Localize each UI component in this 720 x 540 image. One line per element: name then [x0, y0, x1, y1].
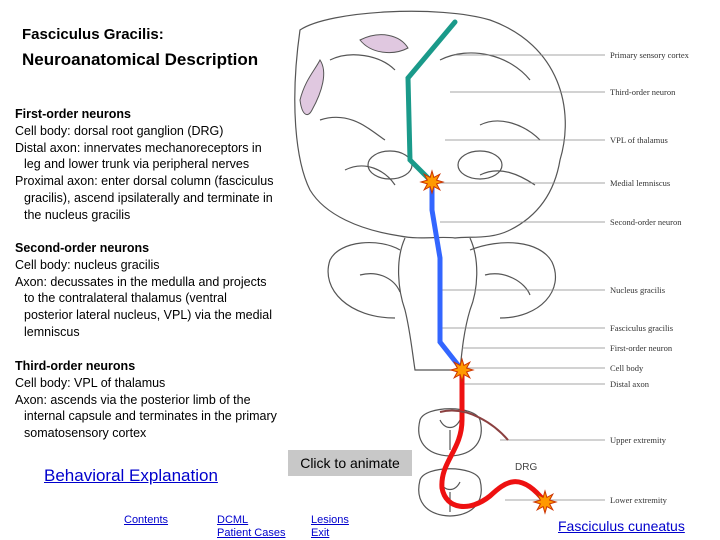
second-order-block: Second-order neurons Cell body: nucleus …	[15, 240, 320, 341]
first-order-line: leg and lower trunk via peripheral nerve…	[24, 157, 250, 172]
upper-spinal-segment	[418, 408, 482, 457]
first-order-line: Proximal axon: enter dorsal column (fasc…	[15, 174, 274, 189]
third-order-axon	[405, 19, 458, 185]
lesions-exit-link[interactable]: Lesions Exit	[311, 514, 349, 540]
patient-cases-label: Patient Cases	[217, 527, 286, 539]
second-order-line: lemniscus	[24, 324, 80, 339]
cerebellum-outline	[327, 241, 557, 319]
label-vpl: VPL of thalamus	[610, 135, 668, 145]
third-order-block: Third-order neurons Cell body: VPL of th…	[15, 358, 320, 442]
label-cell-body: Cell body	[610, 363, 644, 373]
first-order-line: Cell body: dorsal root ganglion (DRG)	[15, 123, 224, 138]
cortex-sketch	[299, 59, 325, 116]
fasciculus-cuneatus-link[interactable]: Fasciculus cuneatus	[558, 518, 685, 534]
third-order-heading: Third-order neurons	[15, 359, 136, 373]
brain-outline	[294, 10, 566, 239]
second-order-line: Axon: decussates in the medulla and proj…	[15, 274, 267, 289]
second-order-axon	[429, 179, 465, 373]
label-nucleus-gracilis: Nucleus gracilis	[610, 285, 665, 295]
label-cortex: Primary sensory cortex	[610, 50, 689, 60]
second-order-line: to the contralateral thalamus (ventral	[24, 291, 227, 306]
label-second-neuron: Second-order neuron	[610, 217, 682, 227]
second-order-heading: Second-order neurons	[15, 241, 150, 255]
first-order-line: gracilis), ascend ipsilaterally and term…	[24, 190, 273, 205]
dcml-patient-cases-link[interactable]: DCML Patient Cases	[217, 514, 285, 540]
first-order-line: the nucleus gracilis	[24, 207, 131, 222]
third-order-line: Axon: ascends via the posterior limb of …	[15, 392, 251, 407]
title-line-2: Neuroanatomical Description	[22, 50, 259, 69]
third-order-line: somatosensory cortex	[24, 426, 147, 441]
dcml-label: DCML	[217, 514, 249, 526]
exit-label: Exit	[311, 527, 330, 539]
upper-extremity-nerve	[439, 409, 509, 441]
first-order-axon	[439, 367, 548, 509]
second-order-line: Cell body: nucleus gracilis	[15, 257, 160, 272]
contents-link[interactable]: Contents	[124, 514, 169, 526]
first-order-line: Distal axon: innervates mechanoreceptors…	[15, 140, 262, 155]
label-third-neuron: Third-order neuron	[610, 87, 676, 97]
first-order-block: First-order neurons Cell body: dorsal ro…	[15, 106, 320, 224]
label-lower-extremity: Lower extremity	[610, 495, 667, 505]
third-order-line: Cell body: VPL of thalamus	[15, 375, 166, 390]
label-distal-axon: Distal axon	[610, 379, 649, 389]
brainstem-outline	[397, 237, 478, 371]
title-line-1: Fasciculus Gracilis:	[22, 26, 164, 43]
first-order-heading: First-order neurons	[15, 107, 131, 121]
label-upper-extremity: Upper extremity	[610, 435, 666, 445]
click-to-animate-button[interactable]: Click to animate	[288, 450, 412, 476]
label-drg: DRG	[515, 462, 538, 473]
label-fasciculus-gracilis: Fasciculus gracilis	[610, 323, 674, 333]
star-vpl-icon	[419, 169, 445, 195]
lesions-label: Lesions	[311, 514, 349, 526]
second-order-line: posterior lateral nucleus, VPL) via the …	[24, 308, 273, 323]
behavioral-explanation-link[interactable]: Behavioral Explanation	[44, 466, 218, 485]
third-order-line: internal capsule and terminates in the p…	[24, 409, 277, 424]
label-first-neuron: First-order neuron	[610, 343, 673, 353]
label-medial-lemniscus: Medial lemniscus	[610, 178, 671, 188]
star-nucleus-gracilis-icon	[449, 357, 475, 383]
star-drg-icon	[532, 489, 558, 515]
